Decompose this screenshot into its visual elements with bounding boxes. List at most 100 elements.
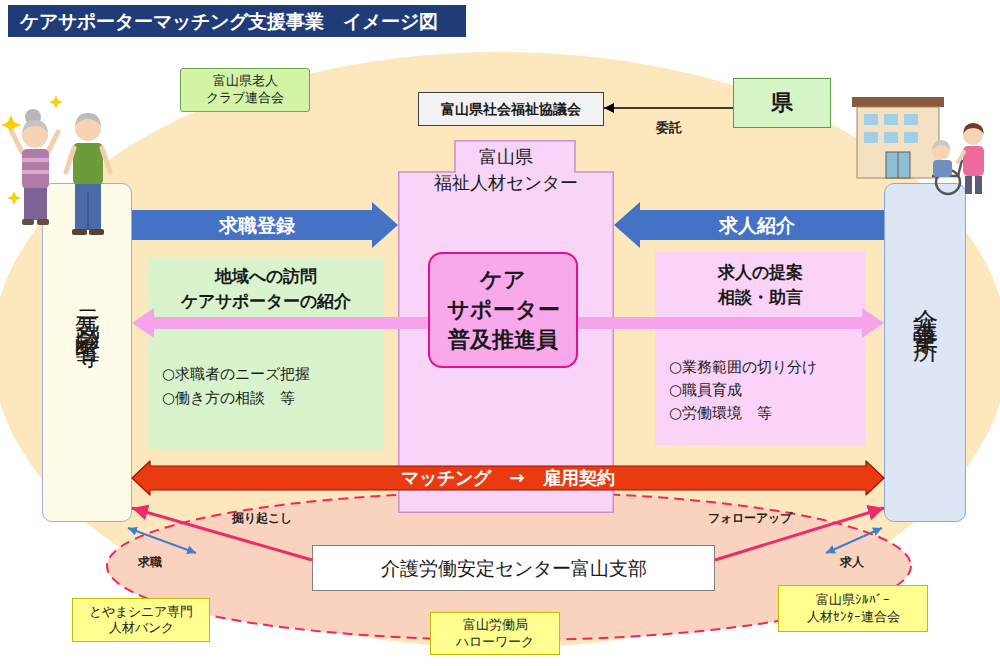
arrow-label: フォローアップ: [708, 511, 792, 525]
shoe: [37, 219, 49, 225]
support-office-box: 介護労働安定センター富山支部: [312, 545, 715, 591]
trousers: [75, 184, 101, 230]
partner-box: 富山県ｼﾙﾊﾞｰ 人材ｾﾝﾀｰ連合会: [778, 585, 928, 632]
arm: [66, 148, 74, 172]
node-text: 介護事業所: [909, 289, 942, 324]
sparkle: [49, 95, 63, 109]
prefecture-box: 県: [733, 78, 831, 128]
block-arrow: [132, 202, 398, 248]
shoe: [89, 229, 104, 235]
arm: [102, 148, 110, 172]
seniors-box: 元気高齢者等: [42, 183, 132, 522]
node-text: 地域への訪問 ケアサポーターの紹介: [166, 264, 366, 314]
shoe: [72, 229, 87, 235]
center-outline-path: [399, 141, 614, 513]
wheelchair-frame: [932, 160, 962, 176]
sparkle: [1, 115, 21, 135]
hair: [22, 120, 48, 133]
activity-box: 求人の提案 相談・助言 ○業務範囲の切り分け○職員育成○労働環境 等: [655, 252, 865, 445]
node-text: とやまシニア専門 人材バンク: [81, 604, 201, 637]
window: [884, 114, 898, 125]
flow-arrow: [604, 107, 733, 109]
head: [22, 122, 48, 148]
partner-box: 富山労働局 ハローワーク: [430, 612, 560, 655]
node-text: 介護労働安定センター富山支部: [381, 556, 647, 581]
hair: [932, 140, 950, 150]
node-text: 富山県ｼﾙﾊﾞｰ 人材ｾﾝﾀｰ連合会: [796, 592, 911, 625]
building: [857, 107, 939, 178]
org-box: 富山県社会福祉協議会: [418, 92, 604, 126]
promoter-box: ケア サポーター 普及推進員: [428, 252, 578, 368]
trouser-seam: [87, 192, 89, 230]
node-text: 求人の提案 相談・助言: [690, 260, 830, 310]
arrow-label: 掘り起こし: [232, 511, 292, 525]
node-text: 富山県老人 クラブ連合会: [195, 73, 295, 107]
window: [904, 114, 918, 125]
region-ellipse: [0, 52, 1000, 648]
leg: [975, 176, 982, 194]
trousers: [24, 188, 47, 220]
provider-box: 介護事業所: [884, 183, 966, 522]
shoe: [22, 219, 34, 225]
hair: [963, 123, 984, 134]
arm: [958, 152, 964, 162]
flow-arrow: [715, 508, 884, 560]
door-split: [898, 152, 899, 178]
node-text: 富山県 福祉人材センター: [421, 144, 591, 196]
node-text: ○業務範囲の切り分け: [669, 356, 817, 379]
blouse: [22, 149, 49, 189]
head: [963, 125, 983, 145]
node-text: 富山県社会福祉協議会: [421, 100, 601, 118]
window: [904, 132, 918, 143]
flow-arrow: [132, 508, 312, 560]
partner-box: とやまシニア専門 人材バンク: [72, 598, 210, 642]
block-arrow: [132, 308, 428, 338]
node-text: ○労働環境 等: [669, 402, 772, 425]
arm: [48, 132, 58, 152]
hair: [75, 113, 101, 126]
block-arrow: [132, 461, 884, 495]
node-text: ○求職者のニーズ把握: [162, 362, 310, 386]
node-text: ○働き方の相談 等: [162, 386, 295, 410]
org-box: 富山県老人 クラブ連合会: [180, 68, 310, 112]
arrow-label: 求職登録: [219, 214, 295, 237]
body: [933, 160, 952, 177]
facility-illustration: [852, 97, 984, 194]
wheel: [936, 170, 960, 194]
seniors-illustration: [1, 95, 110, 235]
diagram-title: ケアサポーターマッチング支援事業 イメージ図: [8, 5, 466, 37]
node-text: ○職員育成: [669, 379, 742, 402]
arm: [12, 132, 22, 152]
head: [75, 115, 101, 141]
node-text: 県: [771, 89, 793, 118]
exchange-arrow: [128, 528, 196, 553]
stripe: [22, 158, 49, 162]
block-arrow: [614, 202, 884, 248]
arrow-label: 求人紹介: [719, 214, 795, 237]
node-text: 元気高齢者等: [71, 289, 104, 331]
window: [864, 132, 878, 143]
arrow-label: 委託: [656, 120, 682, 136]
flow-label: 求職: [138, 554, 162, 571]
node-text: 富山労働局 ハローワーク: [445, 617, 545, 650]
window: [864, 114, 878, 125]
head: [932, 142, 950, 160]
hair-bun: [25, 109, 41, 125]
window: [884, 132, 898, 143]
shirt: [73, 143, 103, 185]
activity-box: 地域への訪問 ケアサポーターの紹介 ○求職者のニーズ把握○働き方の相談 等: [148, 258, 383, 450]
roof: [852, 97, 944, 107]
exchange-arrow: [826, 528, 882, 553]
flow-label: 求人: [840, 554, 864, 571]
center-box: 富山県 福祉人材センターケア サポーター 普及推進員: [398, 140, 614, 513]
edge-group: [132, 108, 884, 560]
sparkle: [7, 191, 21, 205]
stripe: [22, 170, 49, 174]
uniform: [963, 146, 984, 176]
door: [886, 152, 910, 178]
block-arrow: [578, 308, 884, 338]
node-text: ケア サポーター 普及推進員: [438, 265, 568, 354]
leg: [965, 176, 972, 194]
